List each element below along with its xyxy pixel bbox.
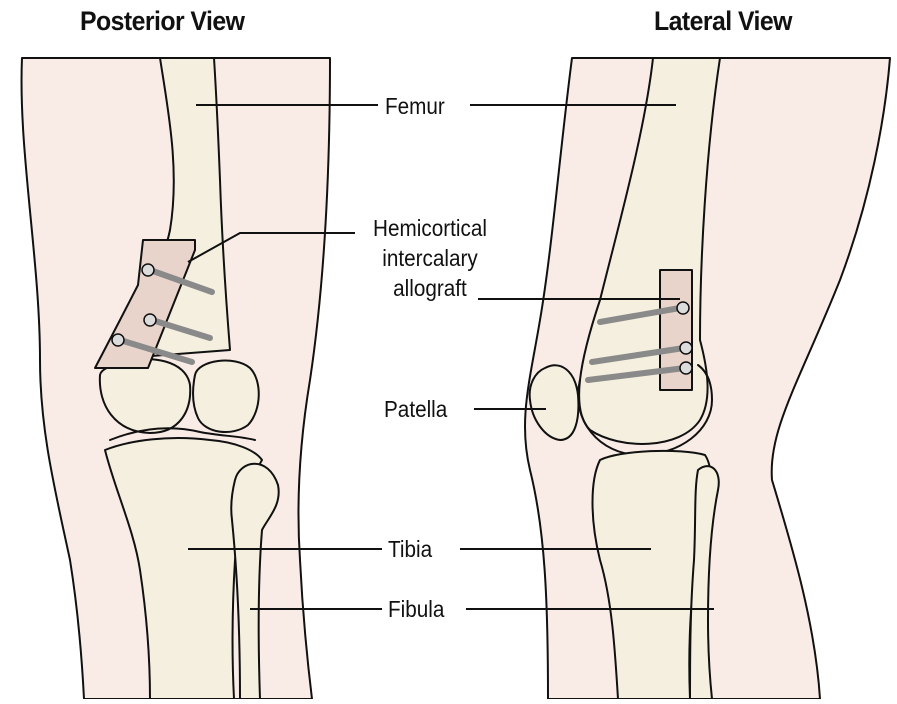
posterior-view-title: Posterior View [80,6,244,37]
tibia-label: Tibia [388,537,432,561]
patella-label: Patella [384,397,447,421]
allograft-label-line3: allograft [349,273,511,303]
posterior-condyle-right [193,361,259,433]
fibula-label: Fibula [388,597,444,621]
allograft-label: Hemicortical intercalary allograft [349,213,511,303]
femur-label: Femur [385,94,445,118]
allograft-label-line2: intercalary [349,243,511,273]
lateral-view [525,58,890,699]
lateral-view-title: Lateral View [654,6,792,37]
posterior-view [22,58,330,699]
allograft-label-line1: Hemicortical [349,213,511,243]
